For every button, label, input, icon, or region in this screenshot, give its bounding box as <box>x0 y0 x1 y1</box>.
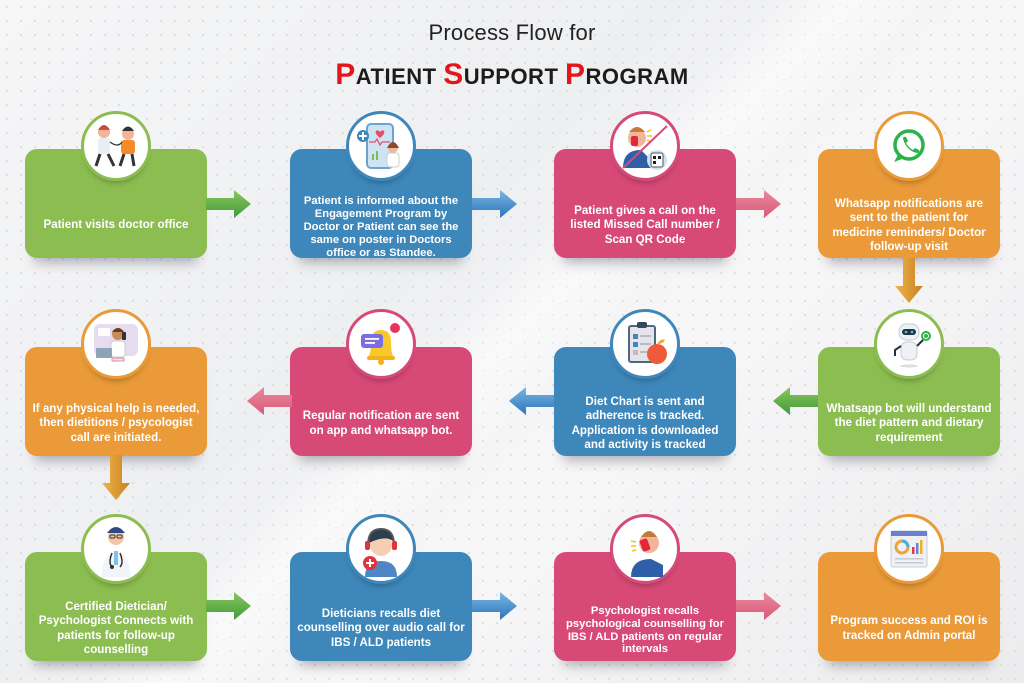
arrow-right-green-row1 <box>206 188 252 220</box>
arrow-right-blue-row3 <box>472 590 518 622</box>
step-text: Whatsapp bot will understand the diet pa… <box>826 402 992 444</box>
arrow-right-pink-row3 <box>736 590 782 622</box>
notification-bell-icon <box>346 309 416 379</box>
doctor-consultation-icon <box>81 111 151 181</box>
title-word-patient: PATIENT <box>335 58 444 91</box>
step-text: Regular notification are sent on app and… <box>302 409 460 437</box>
analytics-dashboard-icon <box>874 514 944 584</box>
arrow-right-pink-row1 <box>736 188 782 220</box>
arrow-right-blue-row1 <box>472 188 518 220</box>
step-text: If any physical help is needed, then die… <box>32 402 200 444</box>
mobile-health-app-icon <box>346 111 416 181</box>
step-6-diet-chart: Diet Chart is sent and adherence is trac… <box>554 309 736 456</box>
person-on-phone-icon <box>610 514 680 584</box>
arrow-left-green-row2 <box>772 385 818 417</box>
step-text: Whatsapp notifications are sent to the p… <box>832 197 986 253</box>
dietician-doctor-icon <box>81 514 151 584</box>
step-1-patient-visits-doctor: Patient visits doctor office <box>25 111 207 258</box>
doctor-phone-call-icon <box>81 309 151 379</box>
step-3-missed-call-qr: Patient gives a call on the listed Misse… <box>554 111 736 258</box>
step-4-whatsapp-notifications: Whatsapp notifications are sent to the p… <box>818 111 1000 258</box>
step-text: Patient gives a call on the listed Misse… <box>570 204 720 246</box>
whatsapp-icon <box>874 111 944 181</box>
step-2-patient-informed: Patient is informed about the Engagement… <box>290 111 472 259</box>
step-10-dietician-recall: Dieticians recalls diet counselling over… <box>290 514 472 661</box>
step-11-psychologist-recall: Psychologist recalls psychological couns… <box>554 514 736 661</box>
step-text: Program success and ROI is tracked on Ad… <box>830 614 988 642</box>
missed-call-qr-icon <box>610 111 680 181</box>
title-line-2: PATIENT SUPPORT PROGRAM <box>0 58 1024 92</box>
step-5-whatsapp-bot: Whatsapp bot will understand the diet pa… <box>818 309 1000 456</box>
arrow-left-pink-row2 <box>246 385 292 417</box>
title-line-1: Process Flow for <box>428 20 596 45</box>
title-word-program: PROGRAM <box>565 58 689 91</box>
step-text: Psychologist recalls psychological couns… <box>566 604 724 656</box>
title-word-support: SUPPORT <box>443 58 565 91</box>
step-text: Dieticians recalls diet counselling over… <box>297 607 465 649</box>
step-12-program-success: Program success and ROI is tracked on Ad… <box>818 514 1000 661</box>
step-text: Patient visits doctor office <box>43 218 189 232</box>
arrow-left-blue-row2 <box>508 385 554 417</box>
arrow-down-orange-col4 <box>893 258 925 304</box>
step-8-physical-help: If any physical help is needed, then die… <box>25 309 207 456</box>
headset-agent-icon <box>346 514 416 584</box>
step-text: Diet Chart is sent and adherence is trac… <box>571 395 719 451</box>
arrow-right-green-row3 <box>206 590 252 622</box>
step-9-certified-dietician: Certified Dietician/ Psychologist Connec… <box>25 514 207 661</box>
step-text: Patient is informed about the Engagement… <box>303 195 459 259</box>
step-7-regular-notification: Regular notification are sent on app and… <box>290 309 472 456</box>
robot-bot-icon <box>874 309 944 379</box>
step-text: Certified Dietician/ Psychologist Connec… <box>38 600 194 656</box>
diet-chart-clipboard-icon <box>610 309 680 379</box>
arrow-down-orange-col1 <box>100 455 132 501</box>
